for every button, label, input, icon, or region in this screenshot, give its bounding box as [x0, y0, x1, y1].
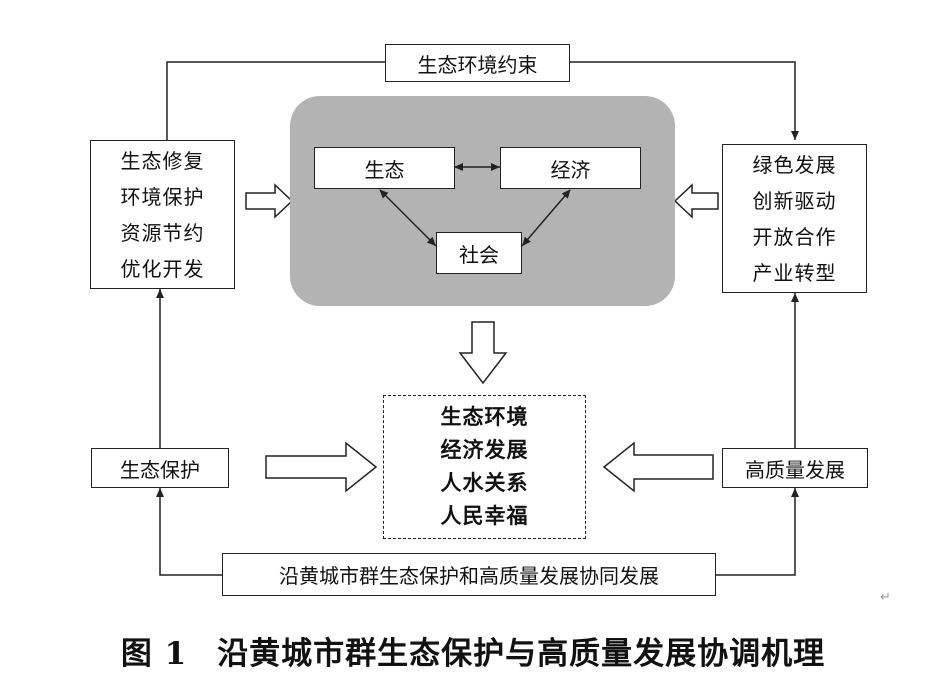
right-driver-box: 高质量发展 [722, 448, 868, 488]
right-measure-3: 开放合作 [752, 224, 837, 249]
outcome-2: 经济发展 [440, 438, 529, 462]
left-measure-2: 环境保护 [120, 184, 205, 209]
figure-title: 沿黄城市群生态保护与高质量发展协调机理 [217, 636, 826, 672]
economy-society-link [521, 189, 571, 247]
bottom-goal-label: 沿黄城市群生态保护和高质量发展协同发展 [279, 564, 659, 588]
left-measure-4: 优化开发 [120, 256, 205, 281]
left-driver-label: 生态保护 [120, 457, 200, 482]
top-constraint-label: 生态环境约束 [417, 52, 538, 77]
outcomes-box: 生态环境 经济发展 人水关系 人民幸福 [383, 395, 586, 539]
ecology-society-link [379, 189, 437, 247]
left-input-block-arrow [245, 183, 294, 219]
top-constraint-box: 生态环境约束 [385, 44, 570, 82]
right-measure-2: 创新驱动 [752, 188, 837, 213]
outcome-1: 生态环境 [440, 405, 529, 429]
society-label: 社会 [459, 242, 499, 267]
down-block-arrow [458, 321, 508, 385]
right-input-block-arrow [673, 183, 719, 219]
bottom-right-arrow [716, 488, 799, 576]
right-measure-1: 绿色发展 [752, 152, 837, 177]
right-measures-box: 绿色发展 创新驱动 开放合作 产业转型 [722, 144, 867, 293]
right-driver-label: 高质量发展 [745, 457, 845, 482]
return-mark: ↵ [880, 590, 891, 605]
top-loop-arrow [570, 61, 799, 140]
right-outcome-block-arrow [602, 441, 714, 493]
ecology-label: 生态 [364, 157, 405, 182]
left-outcome-block-arrow [265, 441, 378, 493]
outcome-3: 人水关系 [440, 471, 529, 495]
top-loop-line [166, 61, 385, 140]
figure-caption: 图 1 沿黄城市群生态保护与高质量发展协调机理 [0, 628, 946, 673]
left-driver-box: 生态保护 [91, 448, 229, 488]
economy-label: 经济 [550, 157, 591, 182]
bottom-goal-box: 沿黄城市群生态保护和高质量发展协同发展 [222, 553, 716, 596]
outcome-4: 人民幸福 [440, 504, 529, 528]
bottom-left-arrow [156, 488, 222, 576]
ecology-node: 生态 [314, 147, 455, 189]
left-measure-3: 资源节约 [120, 220, 205, 245]
left-measure-1: 生态修复 [120, 148, 205, 173]
figure-number: 图 1 [120, 636, 188, 672]
right-measure-4: 产业转型 [752, 260, 837, 285]
left-measures-box: 生态修复 环境保护 资源节约 优化开发 [90, 140, 235, 289]
society-node: 社会 [436, 232, 522, 274]
economy-node: 经济 [500, 147, 641, 189]
